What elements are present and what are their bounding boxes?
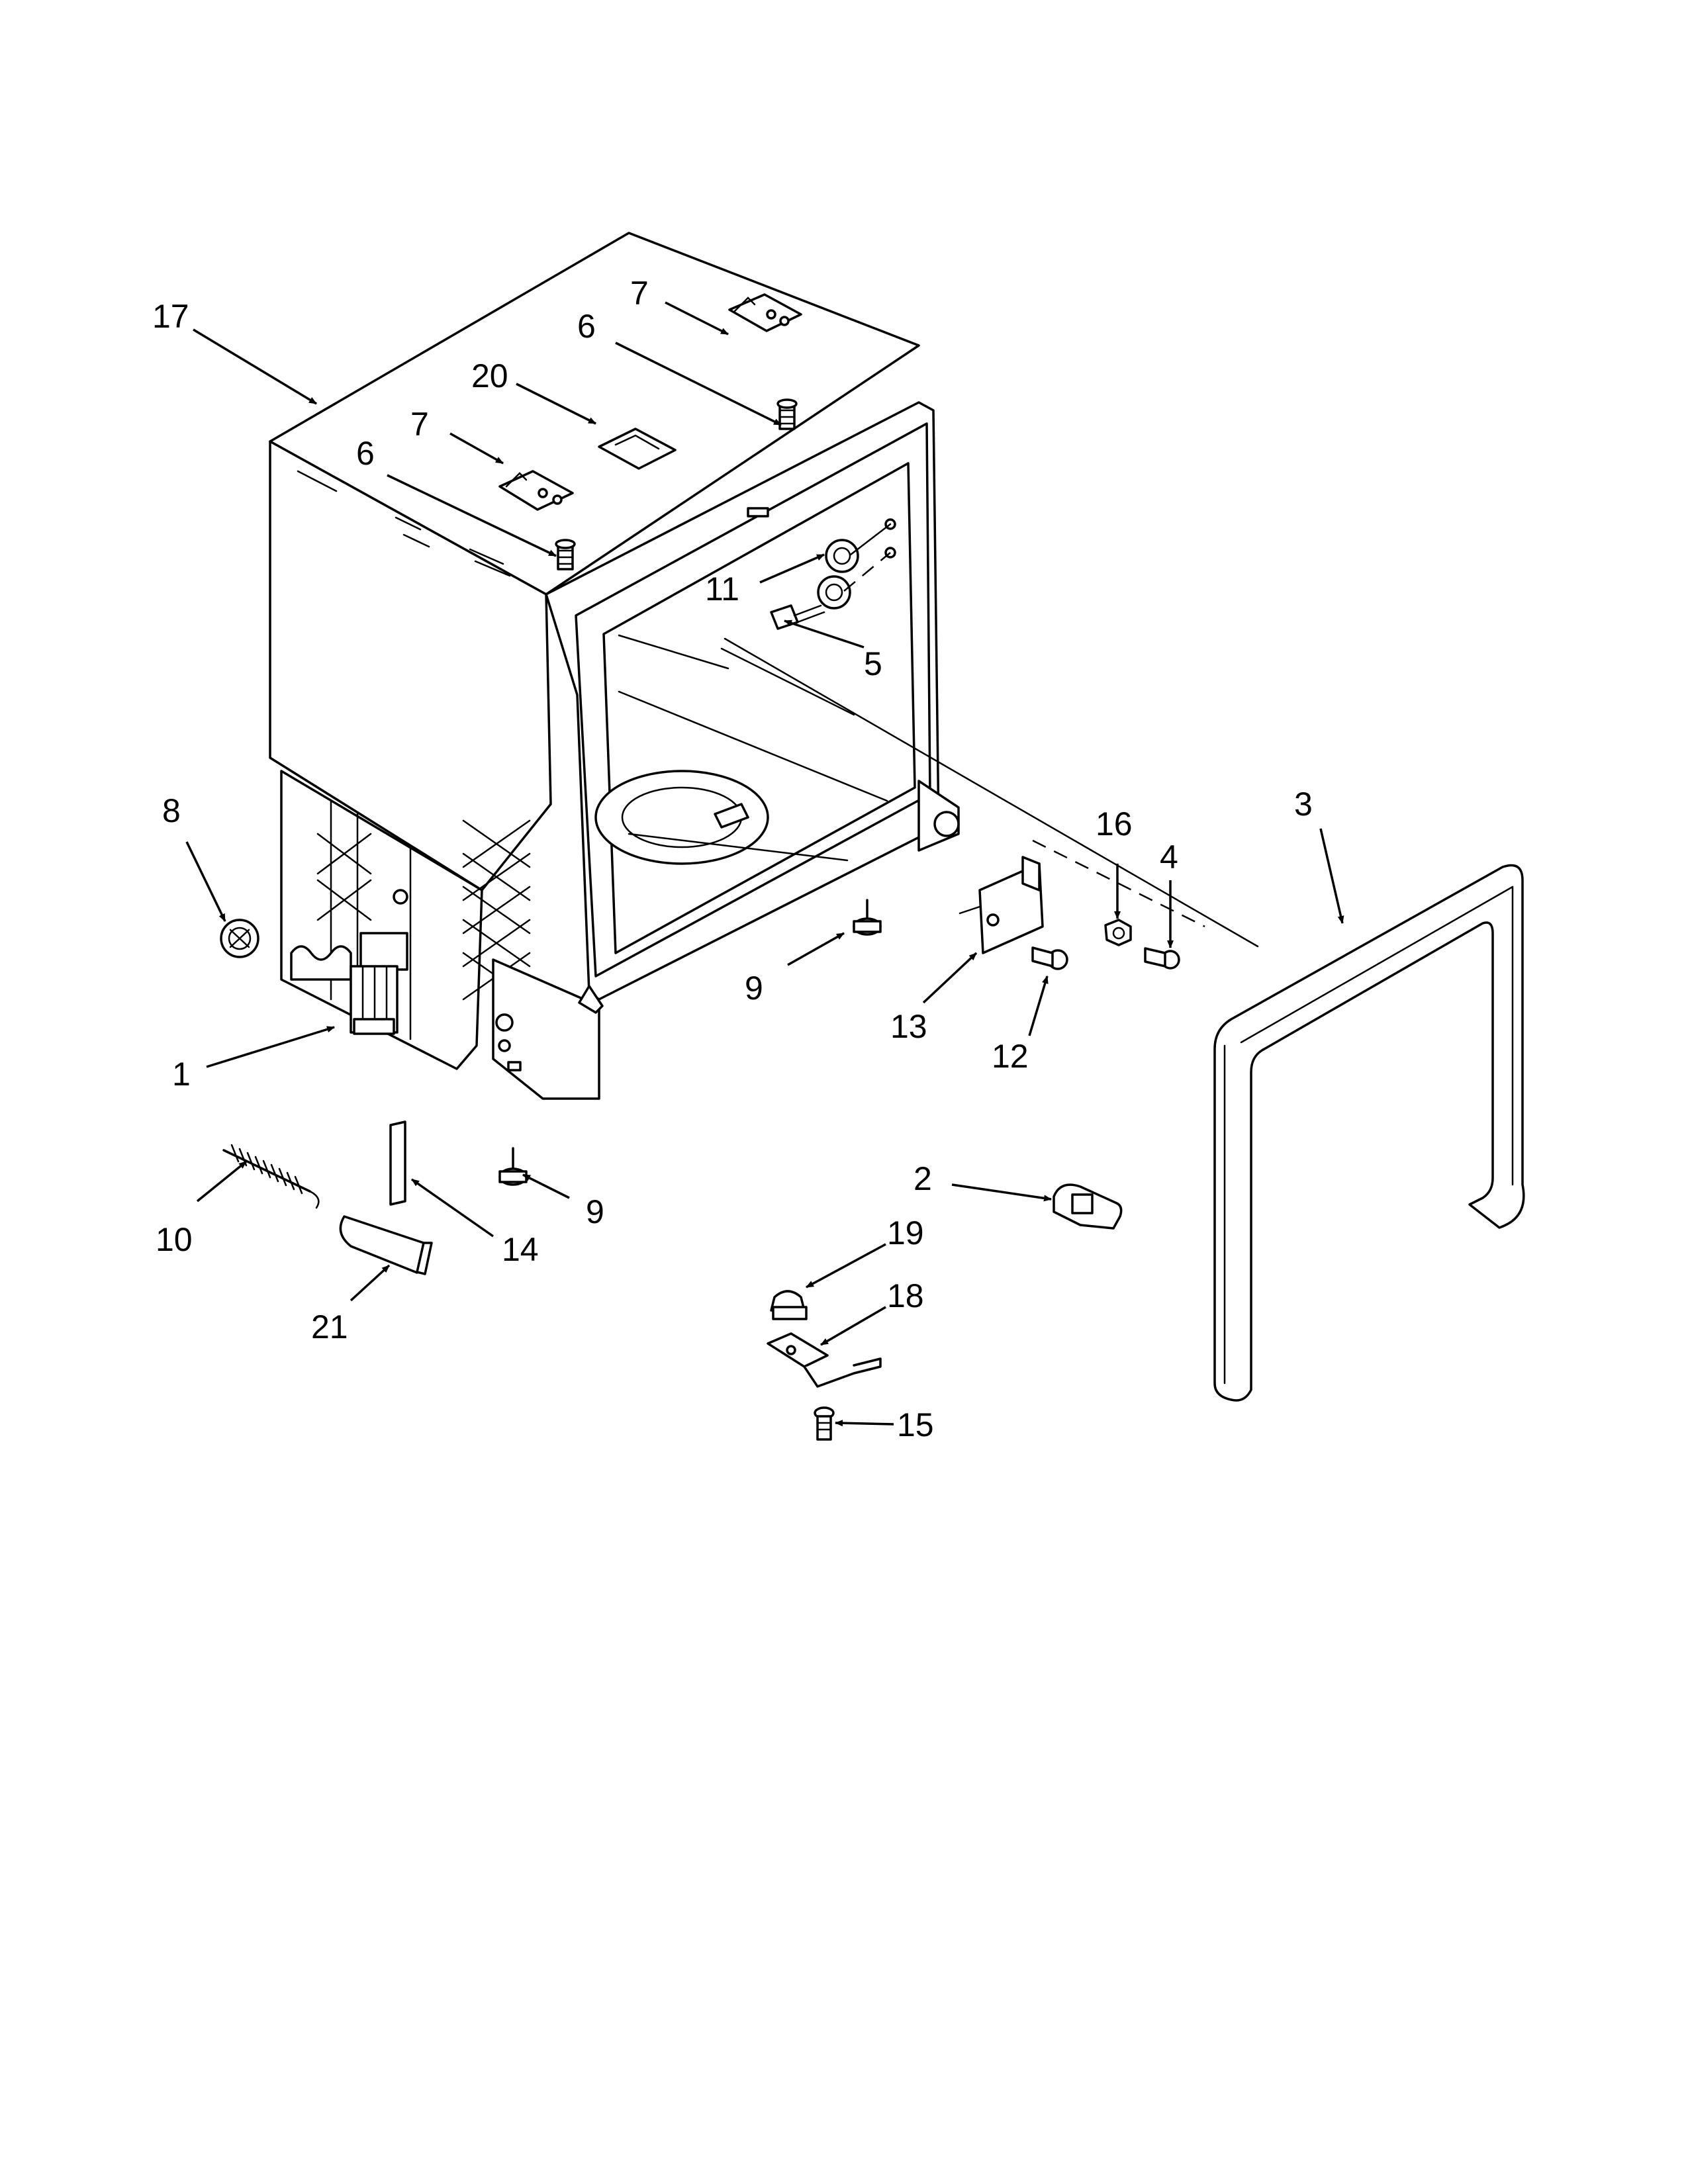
- callout-12: 12: [992, 1038, 1029, 1075]
- callout-labels: 17 7 6 20 7 6 11 5 8 16 4 3 9 13 12 1 9 …: [152, 275, 1313, 1443]
- callout-21: 21: [311, 1308, 348, 1345]
- leveling-leg-9-right: [853, 899, 882, 936]
- clip-part-20: [598, 428, 677, 470]
- tub-assembly: [269, 232, 1259, 1100]
- callout-10: 10: [156, 1221, 193, 1258]
- callout-20: 20: [471, 357, 508, 394]
- bracket-part-13: [959, 856, 1044, 954]
- callout-5: 5: [864, 645, 882, 682]
- screw-part-4: [1144, 947, 1180, 970]
- bracket-part-18: [767, 1332, 882, 1388]
- pad-part-21: [339, 1215, 433, 1275]
- nut-part-16: [1104, 919, 1132, 946]
- callout-7-right: 7: [630, 275, 649, 312]
- leveling-leg-9-left: [498, 1147, 528, 1186]
- callout-16: 16: [1096, 805, 1133, 842]
- callout-1: 1: [172, 1056, 191, 1093]
- callout-8: 8: [162, 792, 181, 829]
- callout-9-right: 9: [745, 970, 763, 1007]
- callout-4: 4: [1160, 839, 1178, 876]
- grommet-part-8: [220, 919, 259, 958]
- callout-17: 17: [152, 298, 189, 335]
- strip-part-14: [389, 1120, 406, 1206]
- callout-9-left: 9: [586, 1193, 604, 1230]
- callout-13: 13: [890, 1008, 927, 1045]
- callout-6-right: 6: [577, 308, 596, 345]
- thermostat-part-19: [770, 1290, 808, 1320]
- clip-part-2: [1053, 1183, 1123, 1230]
- hinge-bracket-left: [498, 470, 574, 511]
- screw-6-right: [776, 398, 798, 430]
- callout-2: 2: [914, 1160, 932, 1197]
- callout-18: 18: [887, 1277, 924, 1314]
- leader-lines: [185, 301, 1344, 1427]
- screw-6-left: [555, 539, 576, 570]
- screw-part-15: [814, 1406, 835, 1441]
- callout-19: 19: [887, 1214, 924, 1251]
- callout-6-left: 6: [356, 435, 375, 472]
- callout-14: 14: [502, 1231, 539, 1268]
- base-grid: [316, 819, 531, 1001]
- roller-part-11: [817, 523, 892, 610]
- door-gasket-part-3: [1213, 864, 1525, 1402]
- screw-part-12: [1031, 946, 1068, 970]
- spring-part-10: [222, 1144, 320, 1209]
- callout-7-left: 7: [410, 406, 429, 443]
- callout-3: 3: [1294, 786, 1313, 823]
- hinge-bracket-right: [728, 293, 802, 332]
- callout-11: 11: [705, 570, 739, 608]
- callout-15: 15: [897, 1406, 934, 1443]
